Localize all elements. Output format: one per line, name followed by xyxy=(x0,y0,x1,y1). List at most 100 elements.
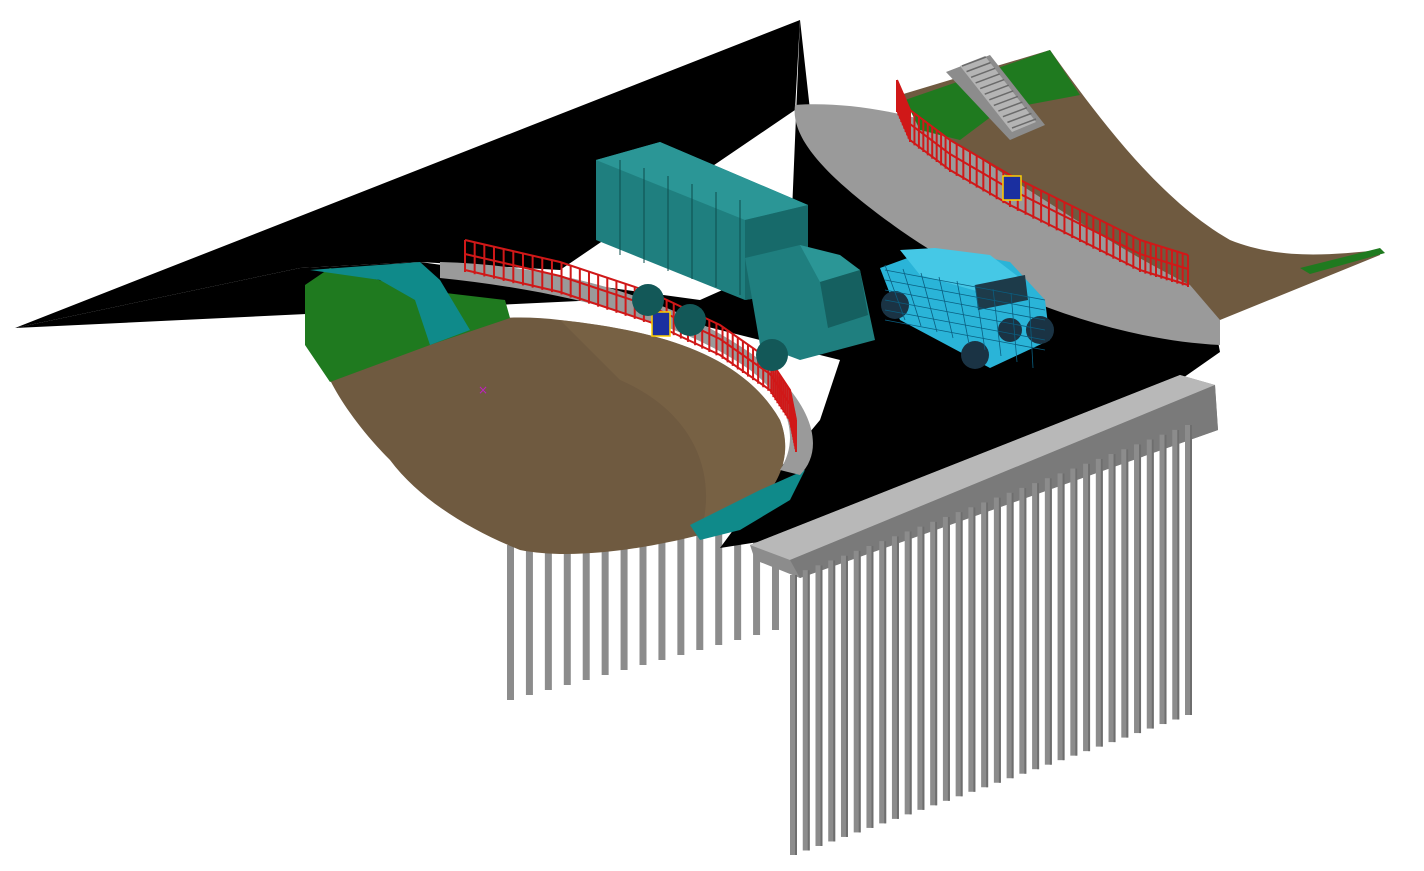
pile-shade xyxy=(947,516,950,801)
pile xyxy=(802,570,810,851)
stair-step xyxy=(984,84,1009,95)
mesh-line xyxy=(1028,296,1034,369)
stair-step xyxy=(1002,107,1028,118)
pile xyxy=(507,545,514,700)
pier-cap xyxy=(750,375,1218,578)
pile xyxy=(1032,483,1040,770)
pile xyxy=(904,531,912,815)
stair-step xyxy=(970,67,996,78)
mesh-line xyxy=(884,299,1046,331)
pile-shade xyxy=(858,550,861,833)
mesh-line xyxy=(884,319,1046,351)
pile xyxy=(1172,429,1180,720)
pile xyxy=(1159,434,1167,725)
pile xyxy=(1134,444,1142,734)
pile-shade xyxy=(1037,483,1040,770)
mesh-line xyxy=(1010,292,1018,363)
mesh-line xyxy=(956,280,970,345)
pile-shade xyxy=(960,512,963,797)
mesh-line xyxy=(884,279,1046,311)
pile xyxy=(1070,468,1078,756)
pile-shade xyxy=(1113,454,1116,743)
pile xyxy=(544,541,552,690)
left-red-railing xyxy=(464,239,797,452)
pile xyxy=(1185,425,1192,715)
mesh-line xyxy=(884,264,906,321)
pile-shade xyxy=(1126,449,1129,738)
pile xyxy=(1121,449,1129,738)
pile xyxy=(582,537,590,680)
stair-step xyxy=(966,61,991,73)
pile xyxy=(942,516,950,801)
pile-shade xyxy=(1049,478,1052,765)
pile-shade xyxy=(909,531,912,815)
pile-shade xyxy=(1151,439,1154,729)
mesh-line xyxy=(884,289,1046,321)
pile-shade xyxy=(833,560,836,842)
concrete-stairs xyxy=(946,55,1045,140)
pile-shade xyxy=(871,545,874,828)
pile xyxy=(1044,478,1052,765)
pile xyxy=(981,502,989,788)
left-river-channel xyxy=(310,262,470,345)
stair-step xyxy=(961,56,987,67)
right-road-curve xyxy=(794,104,1220,345)
pile xyxy=(930,521,938,806)
stair-step xyxy=(975,73,1000,84)
pile xyxy=(658,530,666,660)
pile xyxy=(696,527,704,650)
pile xyxy=(840,555,848,837)
pile xyxy=(853,550,861,833)
pile xyxy=(866,545,874,828)
pile-shade xyxy=(820,565,823,846)
pile-shade xyxy=(973,507,976,792)
pile-shade xyxy=(1075,468,1078,756)
pile-shade xyxy=(1011,492,1014,779)
stair-step xyxy=(1007,112,1032,124)
pile-shade xyxy=(845,555,848,837)
pile-shade xyxy=(1190,425,1192,715)
pile xyxy=(1057,473,1065,761)
left-railing-sign xyxy=(651,311,671,337)
right-embankment-grass-edge xyxy=(1300,248,1385,274)
pile xyxy=(1006,492,1014,779)
pile-shade xyxy=(896,536,899,819)
left-embankment-soil-shade xyxy=(560,320,786,535)
off-road-jeep xyxy=(880,248,1054,369)
pile xyxy=(734,523,742,640)
pile xyxy=(955,512,963,797)
stair-step xyxy=(979,78,1005,90)
marker-symbol: × xyxy=(478,383,488,397)
front-pile-group xyxy=(790,425,1192,855)
pile xyxy=(563,539,571,685)
left-river-lower xyxy=(690,470,805,540)
stair-step xyxy=(1011,118,1037,129)
pile-shade xyxy=(998,497,1001,783)
pile xyxy=(715,525,723,645)
pile-shade xyxy=(1164,434,1167,725)
pile xyxy=(1019,487,1027,774)
pile-shade xyxy=(986,502,989,788)
stair-step xyxy=(993,95,1019,107)
pile xyxy=(1095,458,1103,747)
pile-shade xyxy=(935,521,938,806)
pile xyxy=(828,560,836,842)
pile-shade xyxy=(1177,429,1180,720)
pile xyxy=(790,575,797,855)
pile xyxy=(772,520,779,630)
military-truck xyxy=(596,142,875,371)
pile-shade xyxy=(807,570,810,851)
left-pile-group xyxy=(507,520,779,700)
left-embankment-grass xyxy=(305,268,510,382)
stair-step xyxy=(998,101,1023,112)
mesh-line xyxy=(884,309,1046,341)
pile xyxy=(639,532,647,665)
pile xyxy=(601,536,609,675)
right-railing-sign xyxy=(1002,175,1022,201)
mesh-line xyxy=(920,272,938,333)
mesh-line xyxy=(884,269,1046,301)
pile xyxy=(1146,439,1154,729)
pile xyxy=(677,528,685,655)
pile xyxy=(525,543,533,695)
